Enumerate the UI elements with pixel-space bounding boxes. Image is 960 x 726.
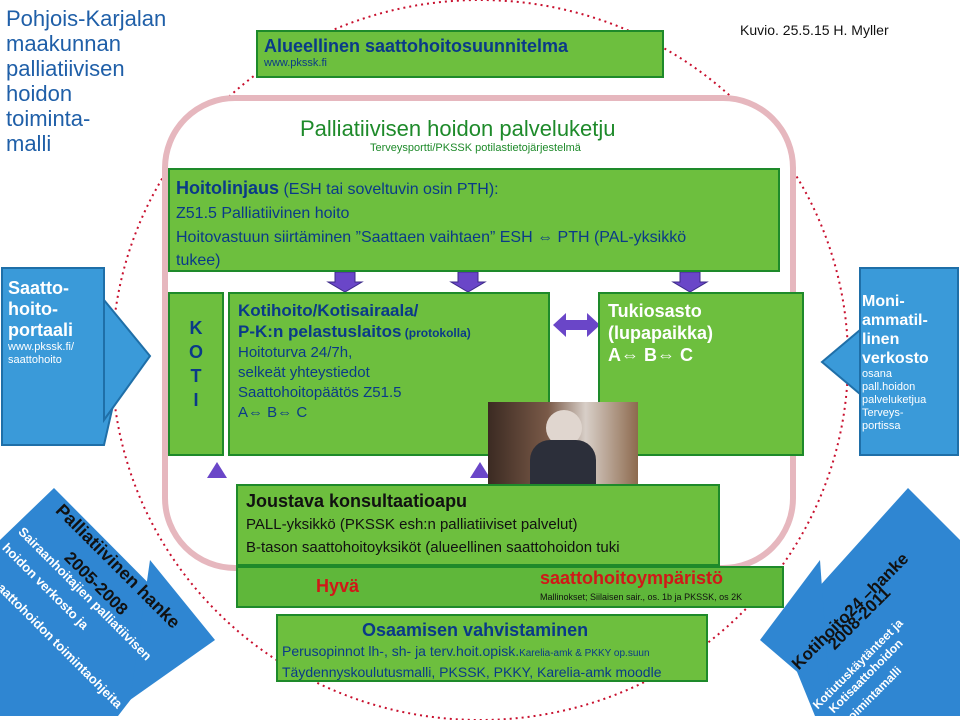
hoitolinjaus-line4: tukee) [176,252,221,269]
network-arrow-head [820,327,861,397]
kotihoito-line3: Hoitoturva 24/7h, [238,344,353,361]
title-line: maakunnan [6,31,121,56]
koti-letter: I [193,390,199,410]
network-small: osana [862,368,892,380]
main-title: Pohjois-Karjalan maakunnan palliatiivise… [6,6,166,156]
title-line: hoidon [6,81,73,106]
kotihoito-line2: P-K:n pelastuslaitos (protokolla) [238,322,540,343]
down-arrow-2 [449,271,487,293]
hoitolinjaus-line1: Hoitolinjaus (ESH tai soveltuvin osin PT… [176,176,772,202]
regional-plan-url: www.pkssk.fi [264,57,327,69]
portal-line: hoito- [8,299,58,319]
title-line: malli [6,131,52,156]
koti-box: K O T I [168,292,224,456]
regional-plan-box: Alueellinen saattohoitosuunnitelma www.p… [256,30,664,78]
network-small: Terveys- [862,407,904,419]
kotihoito-line1: Kotihoito/Kotisairaala/ [238,301,419,320]
hoitolinjaus-line3: Hoitovastuun siirtäminen ”Saattaen vaiht… [176,229,687,246]
tukiosasto-line3: A⇔ B⇔ C [608,345,693,365]
portal-url: www.pkssk.fi/ [8,341,75,353]
chain-subtitle: Terveysportti/PKSSK potilastietojärjeste… [370,142,581,154]
kotihoito-protokolla: (protokolla) [401,326,471,340]
hoitolinjaus-lead: Hoitolinjaus [176,178,279,198]
credit: Kuvio. 25.5.15 H. Myller [740,22,889,38]
portal-arrow-head [103,297,152,424]
kotihoito-pelastus: P-K:n pelastuslaitos [238,322,402,341]
consultation-box: Joustava konsultaatioapu PALL-yksikkö (P… [236,484,720,566]
hoitolinjaus-rest: (ESH tai soveltuvin osin PTH): [279,181,499,198]
network-small: pall.hoidon [862,381,916,393]
up-arrow-1 [207,462,227,478]
network-line: Moni- [862,293,905,310]
competence-box: Osaamisen vahvistaminen Perusopinnot lh-… [276,614,708,682]
chain-title: Palliatiivisen hoidon palveluketju [300,116,616,141]
network-label: Moni- ammatil- linen verkosto osana pall… [862,292,929,433]
network-line: linen [862,331,900,348]
hoitolinjaus-line2: Z51.5 Palliatiivinen hoito [176,205,350,222]
right-project-arrow-tip [760,560,830,700]
environment-label: saattohoitoympäristö [540,568,724,588]
title-line: palliatiivisen [6,56,125,81]
title-line: Pohjois-Karjalan [6,6,167,31]
double-arrow [553,313,600,337]
hyva-label: Hyvä [316,576,360,596]
consultation-title: Joustava konsultaatioapu [246,491,468,511]
competence-line1b: Karelia-amk & PKKY op.suun [519,648,650,659]
kotihoito-box: Kotihoito/Kotisairaala/ P-K:n pelastusla… [228,292,550,456]
portal-url: saattohoito [8,354,62,366]
competence-line1a: Perusopinnot lh-, sh- ja terv.hoit.opisk… [282,643,520,659]
hoitolinjaus-box: Hoitolinjaus (ESH tai soveltuvin osin PT… [168,168,780,272]
down-arrow-3 [671,271,709,293]
koti-letter: O [188,342,203,362]
competence-line2: Täydennyskoulutusmalli, PKSSK, PKKY, Kar… [282,664,662,680]
tukiosasto-line1: Tukiosasto [608,301,702,321]
title-line: toiminta- [6,106,91,131]
portal-line: portaali [8,320,74,340]
environment-bar: Hyvä saattohoitoympäristö Mallinokset; S… [236,566,784,608]
portal-label: Saatto- hoito- portaali www.pkssk.fi/ sa… [8,278,74,367]
network-small: palveluketjua [862,394,927,406]
tukiosasto-line2: (lupapaikka) [608,323,714,343]
competence-line1: Perusopinnot lh-, sh- ja terv.hoit.opisk… [282,642,702,663]
koti-letter: K [189,318,203,338]
competence-title: Osaamisen vahvistaminen [362,620,589,640]
left-project-arrow-tip [130,560,215,700]
environment-small: Mallinokset; Siilaisen sair., os. 1b ja … [540,592,743,602]
network-small: portissa [862,420,901,432]
consultation-line1: PALL-yksikkö (PKSSK esh:n palliatiiviset… [246,516,578,533]
kotihoito-line6: A⇔ B⇔ C [238,404,308,421]
network-line: verkosto [862,350,929,367]
kotihoito-line4: selkeät yhteystiedot [238,364,370,381]
kotihoito-line5: Saattohoitopäätös Z51.5 [238,384,402,401]
consultation-line2: B-tason saattohoitoyksiköt (alueellinen … [246,539,620,556]
koti-letter: T [190,366,202,386]
regional-plan-title: Alueellinen saattohoitosuunnitelma [264,36,569,56]
up-arrow-2 [470,462,490,478]
network-line: ammatil- [862,312,928,329]
down-arrow-1 [326,271,364,293]
portal-line: Saatto- [8,278,70,298]
